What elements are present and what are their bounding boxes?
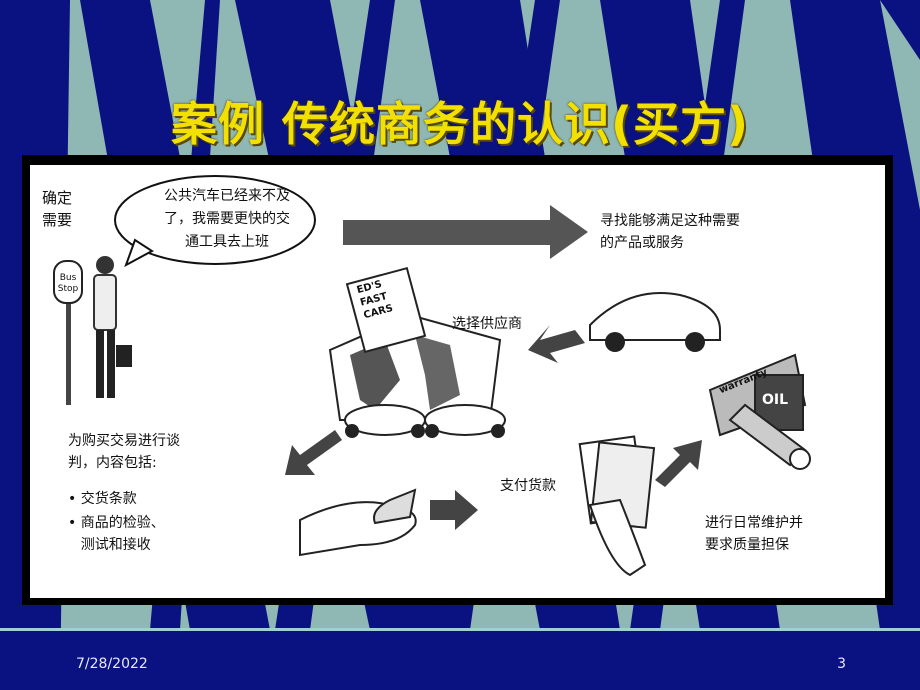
step-identify-need: 确定 需要 bbox=[42, 189, 73, 229]
bullet-inspection-text: 商品的检验、 测试和接收 bbox=[80, 515, 165, 553]
handshake-icon bbox=[299, 488, 417, 557]
oil-label: OIL bbox=[762, 392, 789, 408]
arrow-up-right-icon bbox=[655, 440, 702, 487]
bullet-delivery: • 交货条款 bbox=[68, 491, 137, 507]
bus-stop-label: Bus Stop bbox=[57, 273, 79, 294]
dealership-icon bbox=[328, 266, 506, 438]
step-search: 寻找能够满足这种需要 的产品或服务 bbox=[600, 213, 740, 251]
sports-car-icon bbox=[589, 292, 721, 352]
footer-bar bbox=[0, 631, 920, 690]
arrow-right-icon bbox=[343, 205, 588, 259]
arrow-left-icon bbox=[528, 325, 585, 363]
speech-bubble bbox=[114, 175, 316, 268]
money-icon bbox=[578, 435, 656, 577]
bus-stop-icon bbox=[53, 260, 83, 405]
arrow-down-left-icon bbox=[285, 430, 342, 475]
step-select-supplier: 选择供应商 bbox=[452, 316, 522, 332]
slide-date: 7/28/2022 bbox=[76, 656, 148, 672]
warranty-oil-icon bbox=[708, 353, 811, 470]
footer-divider bbox=[0, 628, 920, 631]
diagram-panel: 确定 需要 公共汽车已经来不及 了，我需要更快的交 通工具去上班 Bus Sto… bbox=[30, 165, 885, 598]
man-figure-icon bbox=[93, 256, 132, 398]
page-number: 3 bbox=[837, 656, 846, 672]
slide-title: 案例 传统商务的认识(买方) bbox=[170, 97, 750, 151]
speech-bubble-text: 公共汽车已经来不及 了，我需要更快的交 通工具去上班 bbox=[164, 188, 290, 250]
step-pay: 支付货款 bbox=[500, 478, 556, 494]
step-negotiate: 为购买交易进行谈 判，内容包括: bbox=[68, 433, 180, 471]
bullet-inspection: • 商品的检验、 测试和接收 bbox=[68, 512, 165, 556]
step-maintain: 进行日常维护并 要求质量担保 bbox=[705, 515, 803, 553]
bullet-delivery-text: 交货条款 bbox=[80, 491, 137, 507]
diagram-illustration bbox=[53, 175, 811, 577]
arrow-right-small-icon bbox=[430, 490, 478, 530]
